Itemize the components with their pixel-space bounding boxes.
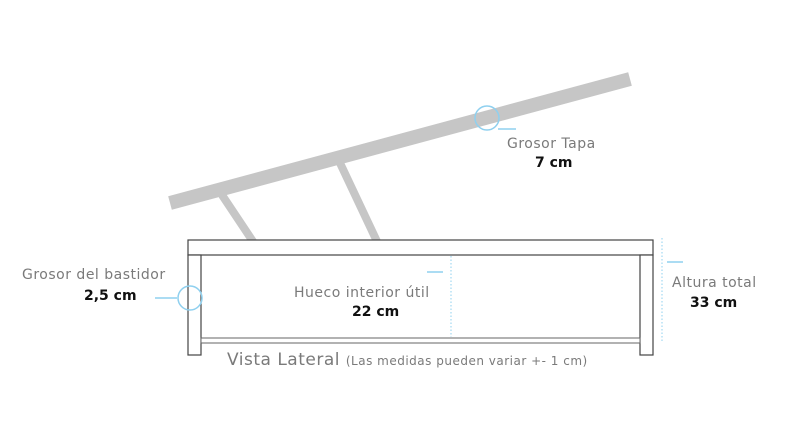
lid-thickness-value: 7 cm <box>535 155 573 171</box>
lift-strut-right <box>336 161 386 254</box>
frame-thickness-label: Grosor del bastidor <box>22 267 166 283</box>
frame-right-leg <box>639 254 654 356</box>
interior-space-value: 22 cm <box>352 304 400 320</box>
frame-thickness-circle <box>177 285 203 311</box>
lid-panel <box>168 72 632 210</box>
frame-top-rail <box>187 239 654 256</box>
frame-bottom-rail <box>200 337 641 344</box>
frame-thickness-value: 2,5 cm <box>84 288 137 304</box>
interior-space-label: Hueco interior útil <box>294 285 430 301</box>
total-height-label: Altura total <box>672 275 757 291</box>
lid-thickness-circle <box>474 105 500 131</box>
frame-left-leg <box>187 254 202 356</box>
view-caption: Vista Lateral (Las medidas pueden variar… <box>227 350 588 370</box>
total-height-value: 33 cm <box>690 295 738 311</box>
measurement-note: (Las medidas pueden variar +- 1 cm) <box>345 354 588 368</box>
view-title: Vista Lateral <box>227 350 340 370</box>
lid-thickness-label: Grosor Tapa <box>507 136 596 152</box>
